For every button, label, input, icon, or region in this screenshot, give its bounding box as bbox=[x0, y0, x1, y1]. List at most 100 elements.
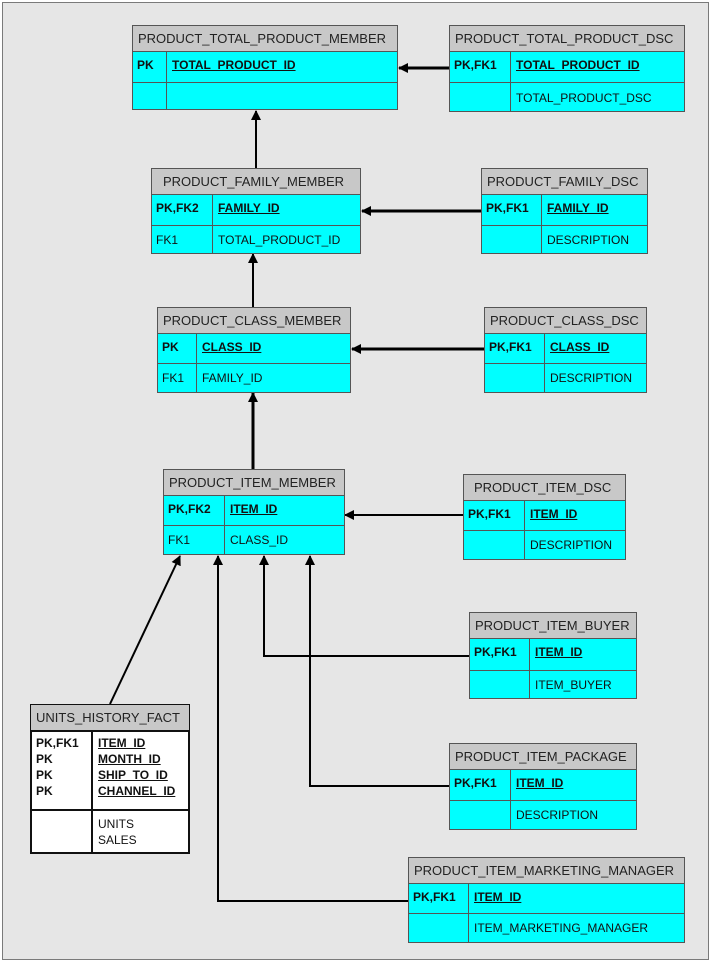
entity-body: PK,FK1 TOTAL_PRODUCT_ID TOTAL_PRODUCT_DS… bbox=[449, 51, 685, 112]
pk-column: ITEM_ID bbox=[516, 776, 564, 790]
attr-section bbox=[133, 82, 397, 109]
attr-column: DESCRIPTION bbox=[516, 808, 599, 822]
key-label: PK,FK2 bbox=[168, 502, 211, 516]
attr-column: TOTAL_PRODUCT_ID bbox=[218, 233, 341, 247]
entity-body: PK,FK1 ITEM_ID ITEM_MARKETING_MANAGER bbox=[408, 883, 685, 943]
pk-column: ITEM_ID bbox=[98, 736, 146, 750]
key-label: PK,FK1 bbox=[454, 776, 497, 790]
pk-section: PK CLASS_ID bbox=[158, 334, 350, 363]
key-label: PK,FK2 bbox=[156, 201, 199, 215]
pk-column: FAMILY_ID bbox=[218, 201, 280, 215]
pk-column: SHIP_TO_ID bbox=[98, 768, 168, 782]
entity-title: PRODUCT_TOTAL_PRODUCT_DSC bbox=[449, 25, 685, 51]
key-label: PK,FK1 bbox=[468, 507, 511, 521]
pk-section: PK,FK1 TOTAL_PRODUCT_ID bbox=[450, 52, 684, 82]
pk-column: ITEM_ID bbox=[535, 645, 583, 659]
entity-body: PK,FK1 ITEM_ID DESCRIPTION bbox=[449, 769, 637, 830]
pk-section: PK,FK2 ITEM_ID bbox=[164, 496, 344, 525]
entity-product-item-member[interactable]: PRODUCT_ITEM_MEMBER PK,FK2 ITEM_ID FK1 C… bbox=[163, 469, 345, 555]
attr-section: FK1 FAMILY_ID bbox=[158, 363, 350, 392]
entity-title: PRODUCT_TOTAL_PRODUCT_MEMBER bbox=[132, 25, 398, 51]
key-label: PK bbox=[36, 752, 53, 766]
entity-body: PK,FK2 FAMILY_ID FK1 TOTAL_PRODUCT_ID bbox=[151, 194, 361, 254]
key-label: PK,FK1 bbox=[454, 58, 497, 72]
key-label: FK1 bbox=[162, 371, 185, 385]
entity-product-family-dsc[interactable]: PRODUCT_FAMILY_DSC PK,FK1 FAMILY_ID DESC… bbox=[481, 168, 648, 254]
entity-title: PRODUCT_CLASS_MEMBER bbox=[157, 307, 351, 333]
key-label: PK,FK1 bbox=[36, 736, 79, 750]
entity-title: UNITS_HISTORY_FACT bbox=[30, 704, 190, 730]
entity-body: PK,FK1 FAMILY_ID DESCRIPTION bbox=[481, 194, 648, 254]
attr-column: CLASS_ID bbox=[230, 533, 289, 547]
entity-product-item-buyer[interactable]: PRODUCT_ITEM_BUYER PK,FK1 ITEM_ID ITEM_B… bbox=[469, 612, 637, 699]
entity-title: PRODUCT_CLASS_DSC bbox=[484, 307, 647, 333]
entity-body: PK CLASS_ID FK1 FAMILY_ID bbox=[157, 333, 351, 393]
attr-section: DESCRIPTION bbox=[485, 363, 646, 392]
pk-column: TOTAL_PRODUCT_ID bbox=[516, 58, 640, 72]
attr-section: TOTAL_PRODUCT_DSC bbox=[450, 82, 684, 111]
entity-title: PRODUCT_FAMILY_DSC bbox=[481, 168, 648, 194]
pk-column: MONTH_ID bbox=[98, 752, 161, 766]
pk-column: FAMILY_ID bbox=[547, 201, 609, 215]
attr-column: DESCRIPTION bbox=[547, 233, 630, 247]
attr-section: FK1 TOTAL_PRODUCT_ID bbox=[152, 225, 360, 253]
attr-section: ITEM_BUYER bbox=[470, 670, 636, 698]
attr-section: UNITS SALES bbox=[32, 809, 188, 852]
entity-body: PK TOTAL_PRODUCT_ID bbox=[132, 51, 398, 110]
attr-column: DESCRIPTION bbox=[550, 371, 633, 385]
attr-section: DESCRIPTION bbox=[464, 530, 625, 559]
pk-section: PK,FK1 PK PK PK ITEM_ID MONTH_ID SHIP_TO… bbox=[32, 732, 188, 809]
entity-body: PK,FK1 CLASS_ID DESCRIPTION bbox=[484, 333, 647, 393]
attr-column: DESCRIPTION bbox=[530, 538, 613, 552]
attr-column: SALES bbox=[98, 833, 137, 847]
pk-section: PK,FK2 FAMILY_ID bbox=[152, 195, 360, 225]
pk-column: ITEM_ID bbox=[474, 890, 522, 904]
entity-title: PRODUCT_ITEM_MEMBER bbox=[163, 469, 345, 495]
pk-section: PK,FK1 FAMILY_ID bbox=[482, 195, 647, 225]
entity-product-class-member[interactable]: PRODUCT_CLASS_MEMBER PK CLASS_ID FK1 FAM… bbox=[157, 307, 351, 393]
pk-section: PK,FK1 ITEM_ID bbox=[464, 501, 625, 530]
entity-title: PRODUCT_FAMILY_MEMBER bbox=[151, 168, 361, 194]
pk-section: PK,FK1 CLASS_ID bbox=[485, 334, 646, 363]
pk-column: CLASS_ID bbox=[202, 340, 262, 354]
entity-body: PK,FK1 PK PK PK ITEM_ID MONTH_ID SHIP_TO… bbox=[30, 730, 190, 854]
entity-title: PRODUCT_ITEM_DSC bbox=[463, 474, 626, 500]
entity-title: PRODUCT_ITEM_MARKETING_MANAGER bbox=[408, 857, 685, 883]
entity-body: PK,FK1 ITEM_ID DESCRIPTION bbox=[463, 500, 626, 560]
pk-section: PK TOTAL_PRODUCT_ID bbox=[133, 52, 397, 82]
key-label: PK bbox=[36, 784, 53, 798]
attr-column: ITEM_BUYER bbox=[535, 678, 612, 692]
entity-product-total-product-member[interactable]: PRODUCT_TOTAL_PRODUCT_MEMBER PK TOTAL_PR… bbox=[132, 25, 398, 110]
key-label: PK bbox=[162, 340, 179, 354]
entity-product-item-dsc[interactable]: PRODUCT_ITEM_DSC PK,FK1 ITEM_ID DESCRIPT… bbox=[463, 474, 626, 560]
attr-column: ITEM_MARKETING_MANAGER bbox=[474, 921, 649, 935]
key-label: PK,FK1 bbox=[474, 645, 517, 659]
entity-product-item-package[interactable]: PRODUCT_ITEM_PACKAGE PK,FK1 ITEM_ID DESC… bbox=[449, 743, 637, 830]
pk-column: ITEM_ID bbox=[230, 502, 278, 516]
key-label: PK,FK1 bbox=[413, 890, 456, 904]
pk-column: TOTAL_PRODUCT_ID bbox=[172, 58, 296, 72]
key-label: PK bbox=[137, 58, 154, 72]
entity-product-family-member[interactable]: PRODUCT_FAMILY_MEMBER PK,FK2 FAMILY_ID F… bbox=[151, 168, 361, 254]
entity-product-item-marketing-manager[interactable]: PRODUCT_ITEM_MARKETING_MANAGER PK,FK1 IT… bbox=[408, 857, 685, 943]
key-label: PK,FK1 bbox=[489, 340, 532, 354]
attr-section: DESCRIPTION bbox=[450, 800, 636, 829]
attr-section: FK1 CLASS_ID bbox=[164, 525, 344, 554]
key-label: PK,FK1 bbox=[486, 201, 529, 215]
attr-section: ITEM_MARKETING_MANAGER bbox=[409, 913, 684, 942]
pk-section: PK,FK1 ITEM_ID bbox=[409, 884, 684, 913]
pk-column: ITEM_ID bbox=[530, 507, 578, 521]
entity-units-history-fact[interactable]: UNITS_HISTORY_FACT PK,FK1 PK PK PK ITEM_… bbox=[30, 704, 190, 854]
attr-column: FAMILY_ID bbox=[202, 371, 263, 385]
entity-title: PRODUCT_ITEM_BUYER bbox=[469, 612, 637, 638]
entity-body: PK,FK2 ITEM_ID FK1 CLASS_ID bbox=[163, 495, 345, 555]
pk-section: PK,FK1 ITEM_ID bbox=[470, 639, 636, 670]
attr-column: TOTAL_PRODUCT_DSC bbox=[516, 91, 652, 105]
pk-column: CLASS_ID bbox=[550, 340, 610, 354]
entity-title: PRODUCT_ITEM_PACKAGE bbox=[449, 743, 637, 769]
attr-column: UNITS bbox=[98, 817, 134, 831]
entity-product-total-product-dsc[interactable]: PRODUCT_TOTAL_PRODUCT_DSC PK,FK1 TOTAL_P… bbox=[449, 25, 685, 112]
entity-body: PK,FK1 ITEM_ID ITEM_BUYER bbox=[469, 638, 637, 699]
entity-product-class-dsc[interactable]: PRODUCT_CLASS_DSC PK,FK1 CLASS_ID DESCRI… bbox=[484, 307, 647, 393]
attr-section: DESCRIPTION bbox=[482, 225, 647, 253]
